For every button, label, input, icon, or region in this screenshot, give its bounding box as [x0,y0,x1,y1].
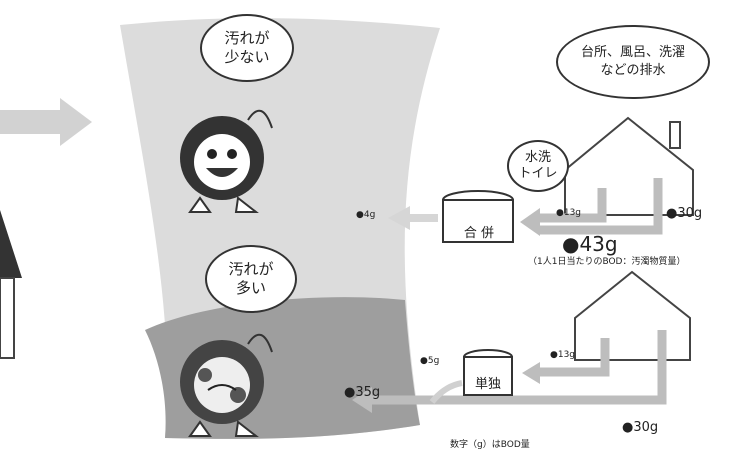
lower-kitchen-pipe [370,330,667,405]
dirty-fish-character [180,333,273,437]
lower-toilet-pipe [540,338,610,377]
lower-house-outline [574,270,691,361]
upper-total-value: ●43g [562,232,618,256]
single-tank-label: 単独 [474,377,501,392]
curved-arrow-from-single-tank [429,380,463,404]
left-house-wall [0,277,15,359]
dirty-fish-bubble-line1: 汚れが [228,260,274,278]
single-tank-body [463,356,513,396]
combined-tank-body [442,199,514,243]
dirty-fish-bubble-line2: 多い [235,279,266,297]
arrow-to-river [0,98,92,146]
toilet-bubble-line2: トイレ [518,166,558,181]
lower-total-value: ●35g [344,385,381,400]
upper-toilet-value: ●13g [556,208,582,218]
wastewater-bubble: 台所、風呂、洗濯 などの排水 [556,25,710,99]
clean-fish-bubble-line1: 汚れが [224,29,270,47]
upper-house-chimney [669,121,681,149]
wastewater-bubble-line2: などの排水 [600,63,666,78]
lower-toilet-value: ●13g [550,350,576,360]
left-house-roof [0,210,22,278]
arrow-to-single-tank [522,362,540,384]
toilet-bubble-line1: 水洗 [524,150,551,165]
arrow-to-combined-tank [520,208,540,236]
footnote: 数字（g）はBOD量 [450,440,530,450]
clean-fish-character [180,109,273,213]
combined-tank-label: 合 併 [463,226,495,241]
upper-outflow-value: ●4g [356,210,376,220]
lower-kitchen-value: ●30g [622,420,659,435]
wastewater-bubble-line1: 台所、風呂、洗濯 [580,45,685,60]
dirty-fish-bubble: 汚れが 多い [205,245,297,313]
arrow-to-river-lower [352,387,372,413]
upper-total-note: （1人1日当たりのBOD：汚濁物質量） [528,257,686,267]
upper-toilet-pipe [540,188,607,223]
upper-kitchen-pipe [540,178,663,235]
clean-fish-bubble-line2: 少ない [224,48,270,66]
clean-fish-bubble: 汚れが 少ない [200,14,294,82]
arrow-from-combined-tank [388,206,438,230]
toilet-bubble: 水洗 トイレ [507,140,569,192]
upper-kitchen-value: ●30g [666,206,703,221]
lower-treated-value: ●5g [420,356,440,366]
